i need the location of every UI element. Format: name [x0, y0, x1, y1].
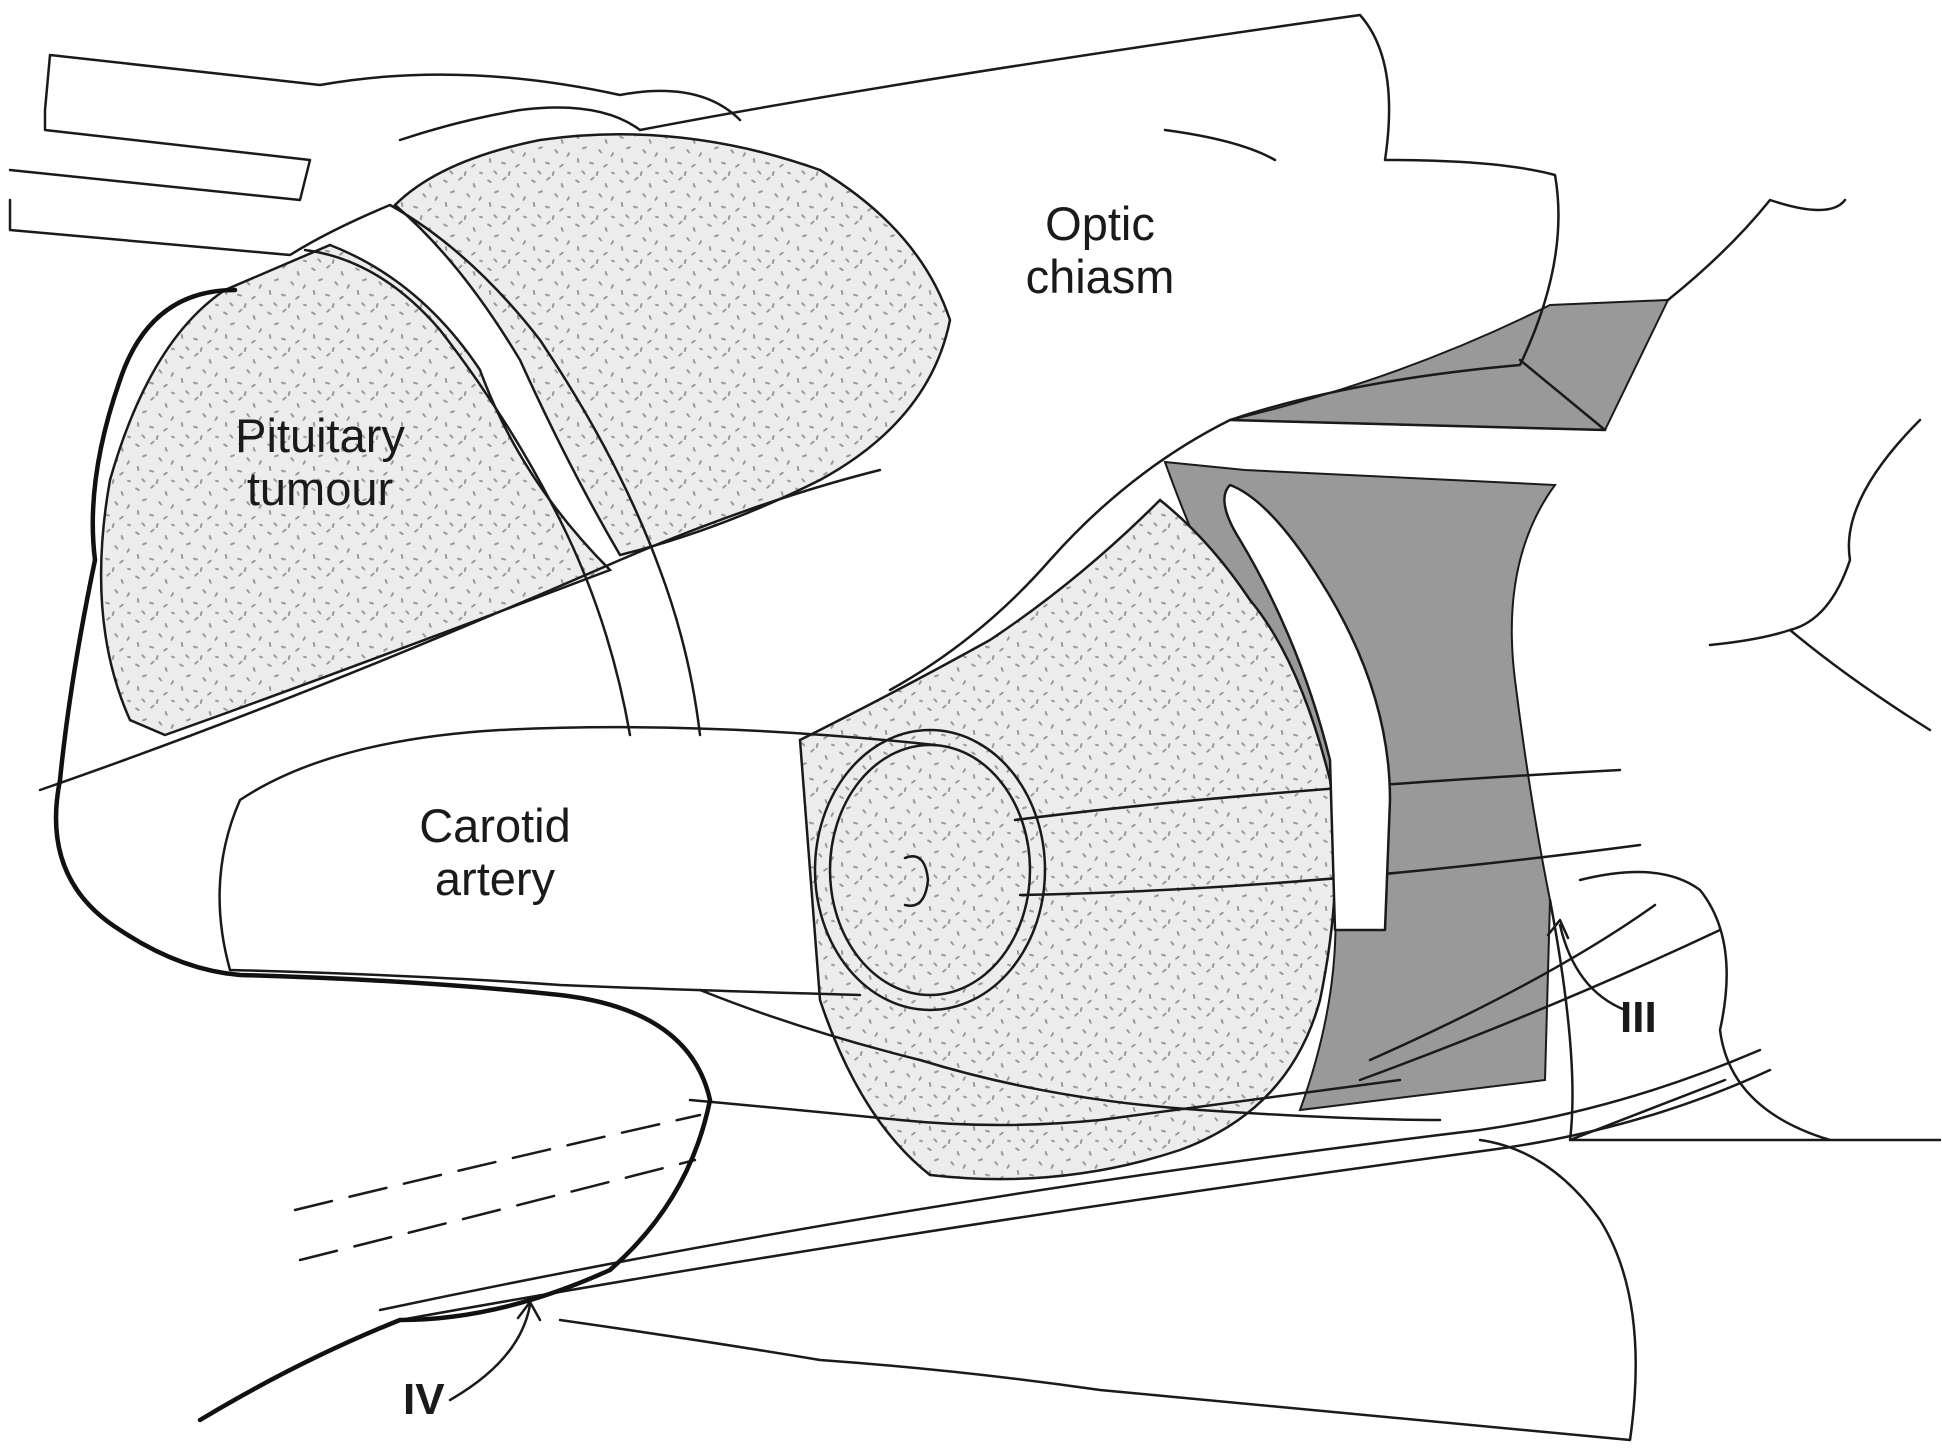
right-boundary — [1550, 420, 1940, 1140]
shaded-region-upper — [1230, 300, 1668, 430]
nerve-iii-label: III — [1620, 993, 1657, 1042]
nerve-iv-label: IV — [403, 1375, 445, 1424]
lower-contour — [560, 1140, 1636, 1440]
carotid-artery-label: Carotid artery — [380, 800, 610, 905]
optic-chiasm-label: Optic chiasm — [985, 198, 1215, 303]
pituitary-tumour-label: Pituitary tumour — [190, 410, 450, 515]
